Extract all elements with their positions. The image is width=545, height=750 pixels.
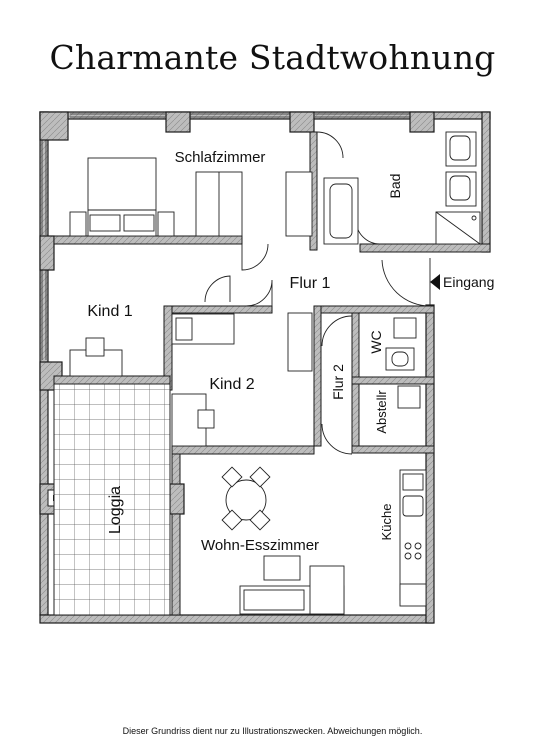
furniture <box>69 131 481 615</box>
room-label-kind1: Kind 1 <box>87 303 132 320</box>
loggia-floor <box>53 383 171 616</box>
room-label-bad: Bad <box>387 174 403 199</box>
room-label-kind2: Kind 2 <box>209 376 254 393</box>
room-label-kueche: Küche <box>379 504 394 541</box>
room-label-abstellr: Abstellr <box>374 390 389 434</box>
room-label-schlafzimmer: Schlafzimmer <box>175 149 266 166</box>
disclaimer: Dieser Grundriss dient nur zu Illustrati… <box>122 726 423 736</box>
wall-piers <box>39 111 435 515</box>
room-label-wc: WC <box>368 330 384 353</box>
room-label-eingang: Eingang <box>443 274 494 290</box>
room-label-loggia: Loggia <box>107 486 124 534</box>
interior-walls <box>53 131 491 616</box>
entrance-arrow-icon <box>430 274 440 290</box>
windows-top <box>41 113 410 360</box>
room-label-flur1: Flur 1 <box>290 275 331 292</box>
plan-title: Charmante Stadtwohnung <box>49 38 496 77</box>
room-label-flur2: Flur 2 <box>330 364 346 400</box>
room-label-wohn-esszimmer: Wohn-Esszimmer <box>201 537 319 554</box>
